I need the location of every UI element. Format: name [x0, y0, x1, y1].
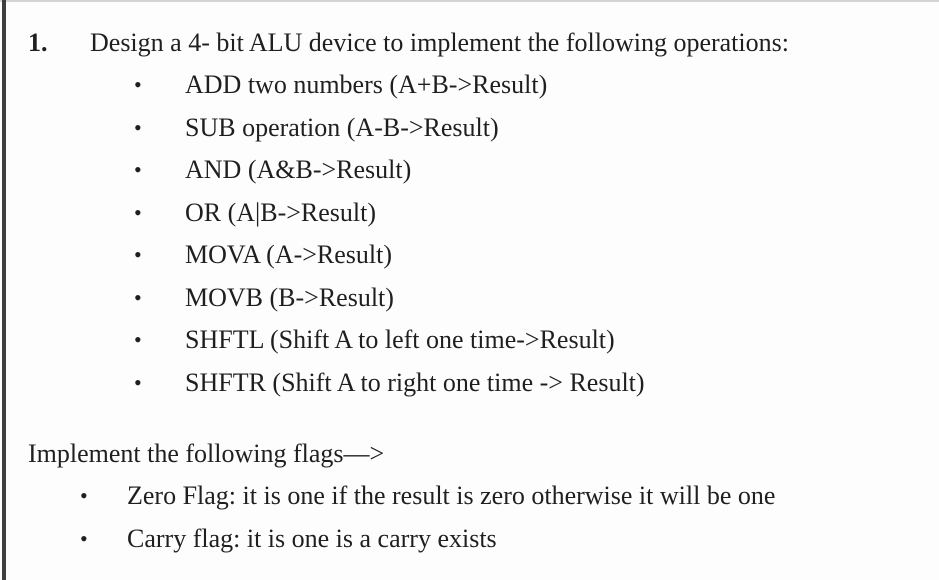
bullet-icon: •: [134, 199, 142, 225]
list-item: • Zero Flag: it is one if the result is …: [28, 475, 933, 518]
question-prompt: Design a 4- bit ALU device to implement …: [90, 28, 789, 57]
bullet-icon: •: [80, 525, 88, 551]
list-item: • Carry flag: it is one is a carry exist…: [28, 518, 933, 561]
operation-text: ADD two numbers (A+B->Result): [185, 70, 548, 99]
flag-text: Zero Flag: it is one if the result is ze…: [127, 481, 776, 510]
document-content: 1. Design a 4- bit ALU device to impleme…: [28, 22, 933, 560]
operation-text: OR (A|B->Result): [185, 197, 377, 227]
flag-text: Carry flag: it is one is a carry exists: [127, 523, 497, 553]
question-number: 1.: [28, 28, 48, 57]
bullet-icon: •: [134, 284, 142, 310]
list-item: • SUB operation (A-B->Result): [28, 107, 933, 150]
operation-text: AND (A&B->Result): [185, 155, 412, 184]
list-item: • SHFTL (Shift A to left one time->Resul…: [28, 319, 933, 362]
bullet-icon: •: [134, 242, 142, 267]
page-top-edge: [0, 0, 939, 2]
list-item: • OR (A|B->Result): [28, 192, 933, 235]
bullet-icon: •: [80, 483, 88, 508]
flags-list: • Zero Flag: it is one if the result is …: [28, 475, 933, 560]
operation-text: MOVA (A->Result): [185, 240, 393, 269]
bullet-icon: •: [134, 369, 142, 395]
bullet-icon: •: [134, 72, 142, 97]
operation-text: SHFTL (Shift A to left one time->Result): [185, 325, 615, 354]
list-item: • SHFTR (Shift A to right one time -> Re…: [28, 362, 933, 405]
flags-heading: Implement the following flags—>: [28, 439, 385, 468]
list-item: • AND (A&B->Result): [28, 149, 933, 192]
bullet-icon: •: [134, 114, 142, 140]
question-line: 1. Design a 4- bit ALU device to impleme…: [28, 22, 933, 64]
bullet-icon: •: [134, 327, 142, 352]
operations-list: • ADD two numbers (A+B->Result) • SUB op…: [28, 64, 933, 404]
list-item: • MOVB (B->Result): [28, 277, 933, 320]
list-item: • ADD two numbers (A+B->Result): [28, 64, 933, 107]
page-left-edge: [2, 0, 6, 580]
operation-text: SHFTR (Shift A to right one time -> Resu…: [185, 367, 645, 397]
operation-text: MOVB (B->Result): [185, 282, 394, 312]
operation-text: SUB operation (A-B->Result): [185, 112, 499, 142]
list-item: • MOVA (A->Result): [28, 234, 933, 277]
bullet-icon: •: [134, 157, 142, 182]
